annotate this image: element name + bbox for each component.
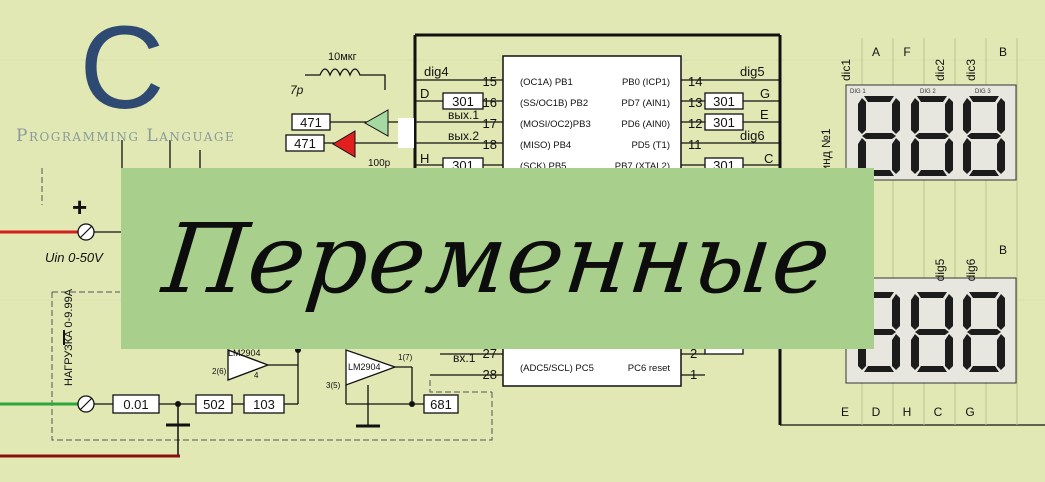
- pin-label-pb3: (MOSI/OC2)PB3: [520, 119, 591, 130]
- plus-sign: +: [72, 192, 87, 222]
- dig2-small: DIG 2: [920, 89, 936, 95]
- cap-label: 7p: [290, 83, 304, 97]
- pin-label-pb4: (MISO) PB4: [520, 140, 571, 151]
- label-out1: вых.1: [448, 108, 479, 122]
- r103-label: 103: [253, 397, 275, 412]
- junction-box: [398, 118, 414, 148]
- title-banner: Переменные: [121, 168, 874, 349]
- indicator-label: инд №1: [819, 128, 833, 172]
- opamp-1-label: LM2904: [228, 348, 261, 358]
- pin-17: 17: [483, 116, 497, 131]
- label-d: D: [420, 86, 429, 101]
- logo-tagline: Programming Language: [16, 126, 236, 146]
- label-g: G: [760, 86, 770, 101]
- disp1-f: F: [903, 45, 910, 59]
- dig3-small: DIG 3: [975, 89, 991, 95]
- label-dig4: dig4: [424, 64, 449, 79]
- pin-label-pb5: (SCK) PB5: [520, 161, 566, 172]
- label-in1: вх.1: [453, 351, 476, 365]
- pin-label-pb1: (OC1A) PB1: [520, 77, 573, 88]
- disp2-b: B: [999, 243, 1007, 257]
- label-c: C: [764, 151, 773, 166]
- pin-18: 18: [483, 137, 497, 152]
- disp-bottom-d: D: [872, 405, 881, 419]
- pin-1: 1: [690, 367, 697, 382]
- inductor: [305, 68, 386, 90]
- opamp-1: [227, 349, 270, 381]
- disp-bottom-c: C: [934, 405, 943, 419]
- pin-15: 15: [483, 74, 497, 89]
- red-led: [332, 130, 356, 158]
- pin-12: 12: [688, 116, 702, 131]
- pin-label-pb7: PB7 (XTAL2): [615, 161, 670, 172]
- pin-label-pb2: (SS/OC1B) PB2: [520, 98, 588, 109]
- r301-a: 301: [452, 94, 474, 109]
- opamp-2-label: LM2904: [348, 362, 381, 372]
- opamp-2-pin: 3(5): [326, 381, 341, 390]
- label-out2: вых.2: [448, 129, 479, 143]
- dashed-boundary: [41, 168, 493, 441]
- label-e: E: [760, 107, 769, 122]
- disp1-dic3: dic3: [964, 59, 978, 81]
- pin-13: 13: [688, 95, 702, 110]
- disp2-dig5: dig5: [933, 258, 947, 281]
- cap2-label: 100p: [368, 158, 391, 169]
- label-dig6: dig6: [740, 128, 765, 143]
- pin-28: 28: [483, 367, 497, 382]
- logo-letter: C: [79, 12, 164, 122]
- r681-label: 681: [430, 397, 452, 412]
- inductor-label: 10мкг: [328, 51, 357, 63]
- r681: [423, 394, 459, 414]
- pin-11: 11: [688, 137, 702, 152]
- opamp-2-out: 1(7): [398, 353, 413, 362]
- opamp-2: [345, 349, 397, 386]
- seven-segment-display-2: [858, 292, 1005, 372]
- disp2-dig6: dig6: [964, 258, 978, 281]
- c-logo-icon: C: [79, 12, 164, 122]
- pin-label-pc5: (ADC5/SCL) PC5: [520, 363, 594, 374]
- vin-label: Uin 0-50V: [45, 250, 104, 265]
- label-h: H: [420, 151, 429, 166]
- disp-bottom-g: G: [965, 405, 974, 419]
- label-dig5: dig5: [740, 64, 765, 79]
- pin-16: 16: [483, 95, 497, 110]
- r502-label: 502: [203, 397, 225, 412]
- pin-label-pb0: PB0 (ICP1): [622, 77, 670, 88]
- pin-label-pd7: PD7 (AIN1): [621, 98, 670, 109]
- green-led: [363, 109, 389, 137]
- seven-segment-display-1: [858, 96, 1005, 176]
- led-resistor-1: 471: [300, 115, 322, 130]
- pin-2: 2: [690, 346, 697, 361]
- r301-b: 301: [713, 94, 735, 109]
- load-label: НАГРУЗКА 0-9.99A: [63, 288, 75, 386]
- opamp-1-pin4: 4: [254, 371, 259, 380]
- led-resistor-2: 471: [294, 136, 316, 151]
- r301-c: 301: [713, 115, 735, 130]
- disp-bottom-e: E: [841, 405, 849, 419]
- disp1-a: A: [872, 45, 880, 59]
- disp1-dic1: dic1: [839, 59, 853, 81]
- pin-label-pc6: PC6 reset: [628, 363, 671, 374]
- disp1-dic2: dic2: [933, 59, 947, 81]
- opamp-1-pin: 2(6): [212, 367, 227, 376]
- pin-27: 27: [483, 346, 497, 361]
- disp-bottom-h: H: [903, 405, 912, 419]
- banner-title: Переменные: [158, 202, 837, 315]
- disp1-b: B: [999, 45, 1007, 59]
- shunt-label: 0.01: [123, 397, 148, 412]
- pin-label-pd6: PD6 (AIN0): [621, 119, 670, 130]
- pin-14: 14: [688, 74, 702, 89]
- dig1-small: DIG 1: [850, 89, 866, 95]
- pin-label-pd5: PD5 (T1): [631, 140, 670, 151]
